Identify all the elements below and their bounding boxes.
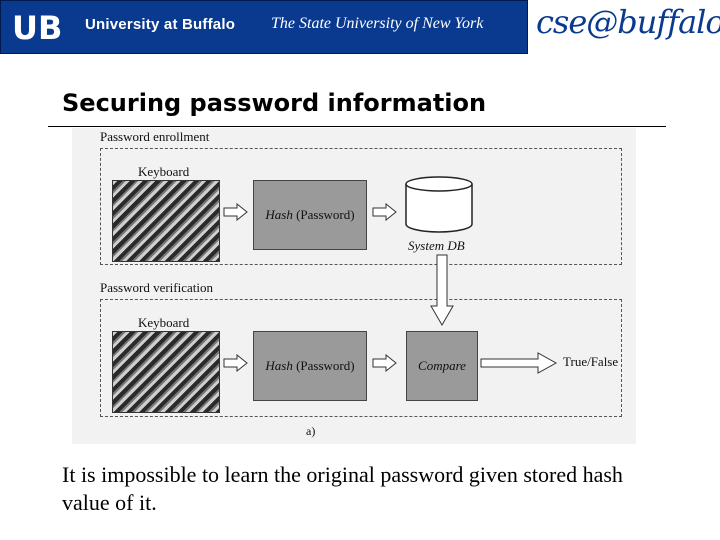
arrow-right-icon bbox=[372, 354, 397, 372]
university-tagline: The State University of New York bbox=[271, 15, 484, 32]
verification-label: Password verification bbox=[98, 280, 216, 296]
ub-logo-text: UB bbox=[12, 9, 62, 47]
hash-word: Hash bbox=[265, 207, 293, 222]
keyboard-image-verify bbox=[112, 331, 220, 413]
arrow-right-icon bbox=[223, 203, 248, 221]
slide-body-text: It is impossible to learn the original p… bbox=[62, 462, 623, 515]
slide-title: Securing password information bbox=[62, 89, 487, 117]
verification-section bbox=[100, 299, 622, 417]
keyboard-image-enroll bbox=[112, 180, 220, 262]
university-name: University at Buffalo bbox=[85, 16, 236, 33]
figure-caption: a) bbox=[306, 424, 316, 438]
arrow-down-icon bbox=[430, 254, 454, 326]
hash-box-enroll: Hash (Password) bbox=[253, 180, 367, 250]
enrollment-section bbox=[100, 148, 622, 265]
ub-logo: UB bbox=[12, 9, 62, 47]
hash-arg: (Password) bbox=[296, 358, 355, 373]
compare-box: Compare bbox=[406, 331, 478, 401]
arrow-right-icon bbox=[480, 352, 558, 374]
keyboard-label-enroll: Keyboard bbox=[138, 164, 190, 179]
university-banner: UB University at Buffalo The State Unive… bbox=[0, 0, 528, 54]
keyboard-label-verify: Keyboard bbox=[138, 315, 190, 330]
cse-buffalo-logo: cse@buffalo bbox=[536, 3, 720, 41]
hash-box-verify: Hash (Password) bbox=[253, 331, 367, 401]
arrow-right-icon bbox=[372, 203, 397, 221]
arrow-right-icon bbox=[223, 354, 248, 372]
enrollment-label: Password enrollment bbox=[98, 129, 212, 145]
hash-arg: (Password) bbox=[296, 207, 355, 222]
system-db-label: System DB bbox=[408, 238, 465, 253]
title-underline bbox=[48, 126, 666, 127]
database-icon bbox=[405, 176, 473, 233]
true-false-output: True/False bbox=[563, 354, 619, 369]
password-hash-diagram: Password enrollment Password verificatio… bbox=[72, 128, 636, 444]
hash-word: Hash bbox=[265, 358, 293, 373]
